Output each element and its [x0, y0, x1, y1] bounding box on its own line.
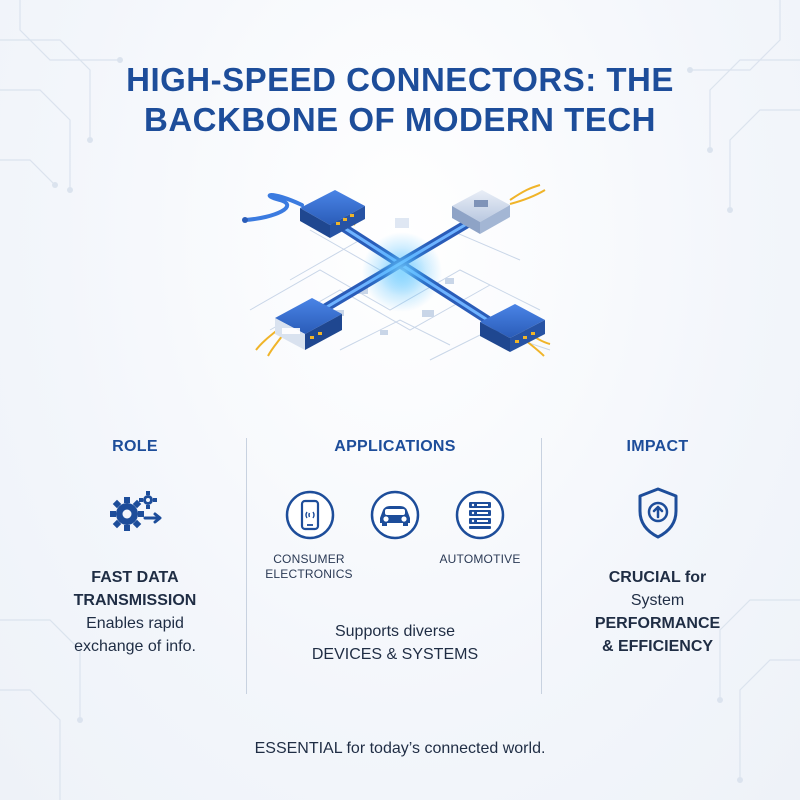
impact-line-3: PERFORMANCE — [594, 615, 721, 632]
role-desc-line-2: exchange of info. — [74, 638, 196, 655]
page-title: HIGH-SPEED CONNECTORS: THE BACKBONE OF M… — [0, 60, 800, 140]
impact-line-2: System — [630, 592, 685, 609]
label-consumer-line-2: ELECTRONICS — [265, 567, 353, 581]
applications-heading: APPLICATIONS — [334, 438, 456, 455]
car-icon — [370, 490, 420, 540]
gears-arrow-icon — [110, 491, 162, 531]
label-automotive: AUTOMOTIVE — [439, 552, 521, 566]
role-strong-line-2: TRANSMISSION — [73, 592, 197, 609]
applications-support-line-1: Supports diverse — [334, 623, 456, 640]
applications-support-line-2: DEVICES & SYSTEMS — [311, 646, 479, 663]
applications-column: APPLICATIONS — [250, 430, 540, 666]
role-heading: ROLE — [112, 438, 158, 455]
shield-arrow-up-icon — [638, 487, 677, 539]
impact-line-1: CRUCIAL for — [608, 569, 707, 586]
impact-heading: IMPACT — [626, 438, 689, 455]
title-line-2: BACKBONE OF MODERN TECH — [144, 101, 656, 138]
role-strong-line-1: FAST DATA — [91, 569, 179, 586]
column-divider-left — [246, 438, 247, 694]
impact-column: IMPACT CRUCIAL for System PERFORMANCE & … — [560, 430, 755, 658]
column-divider-right — [541, 438, 542, 694]
connector-block-top-right — [452, 190, 510, 234]
connector-block-bottom-left — [275, 298, 342, 350]
role-desc-line-1: Enables rapid — [86, 615, 184, 632]
server-icon — [455, 490, 505, 540]
connector-illustration — [242, 184, 551, 361]
title-line-1: HIGH-SPEED CONNECTORS: THE — [126, 61, 674, 98]
impact-line-4: & EFFICIENCY — [601, 638, 714, 655]
label-consumer-line-1: CONSUMER — [273, 552, 345, 566]
connector-block-bottom-right — [480, 304, 545, 352]
role-column: ROLE FAST DATA TRANSMISSI — [40, 430, 230, 658]
smartphone-icon — [285, 490, 335, 540]
footer-tagline: ESSENTIAL for today’s connected world. — [254, 740, 546, 757]
connector-block-top-left — [300, 190, 365, 238]
glow-center — [362, 232, 442, 312]
